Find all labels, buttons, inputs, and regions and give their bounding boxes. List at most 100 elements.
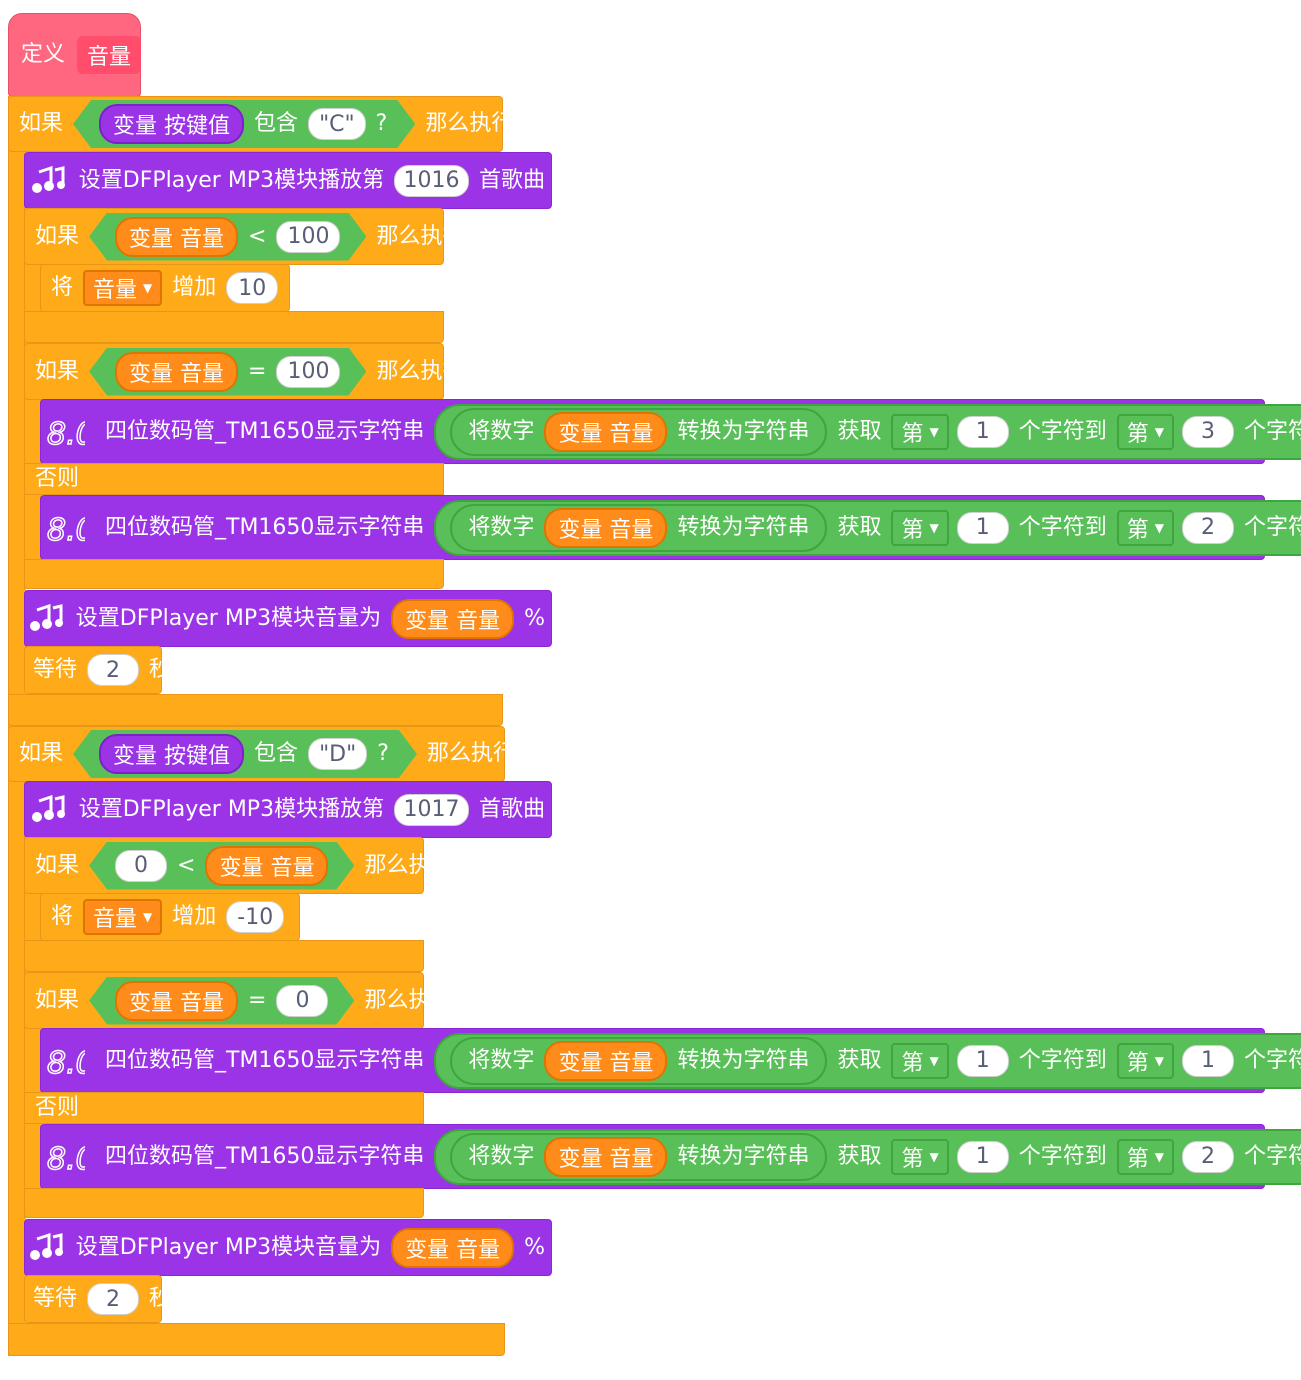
contains-label: 包含 (254, 741, 299, 766)
contains-label: 包含 (254, 111, 299, 136)
key-input[interactable]: "D" (308, 738, 367, 770)
compare-value-input[interactable]: 0 (115, 850, 167, 882)
char-to-label: 个字符到 (1018, 1143, 1107, 1169)
from-index-input[interactable]: 1 (956, 1044, 1009, 1077)
set-volume-block[interactable]: 设置DFPlayer MP3模块音量为 变量 音量 % (24, 590, 552, 647)
from-index-input[interactable]: 1 (956, 511, 1009, 544)
dropdown-value: 第 (901, 1050, 924, 1076)
set-volume-block[interactable]: 设置DFPlayer MP3模块音量为 变量 音量 % (24, 1219, 552, 1276)
variable-dropdown[interactable]: 音量▼ (83, 270, 163, 306)
lt-symbol: < (177, 852, 196, 878)
less-than-operator[interactable]: 0 < 变量 音量 (89, 842, 354, 890)
tm1650-label: 四位数码管_TM1650显示字符串 (105, 418, 425, 444)
volume-variable[interactable]: 变量 音量 (544, 411, 668, 452)
wait-block[interactable]: 等待 2 秒 (24, 646, 171, 694)
dropdown-caret-icon: ▼ (929, 520, 939, 535)
seven-segment-icon: 8.0 (45, 508, 85, 548)
key-input[interactable]: "C" (308, 108, 366, 140)
volume-variable[interactable]: 变量 音量 (391, 598, 515, 639)
volume-variable[interactable]: 变量 音量 (544, 507, 668, 548)
tm1650-display-block[interactable]: 8.0 四位数码管_TM1650显示字符串 将数字 变量 音量 转换为字符串 获… (40, 1124, 1301, 1189)
variable-word: 变量 (113, 744, 158, 769)
to-index-input[interactable]: 2 (1181, 1140, 1234, 1173)
tm1650-display-block[interactable]: 8.0 四位数码管_TM1650显示字符串 将数字 变量 音量 转换为字符串 获… (40, 495, 1301, 560)
variable-name: 按键值 (164, 114, 231, 139)
char-to-label: 个字符到 (1018, 514, 1107, 540)
equals-operator[interactable]: 变量 音量 = 100 (89, 348, 366, 396)
nth-dropdown[interactable]: 第▼ (891, 413, 949, 450)
key-value-variable[interactable]: 变量 按键值 (99, 734, 244, 774)
substring-reporter[interactable]: 将数字 变量 音量 转换为字符串 获取 第▼ 1 个字符到 第▼ 1 个字符 (434, 1032, 1301, 1089)
to-index-input[interactable]: 1 (1181, 1044, 1234, 1077)
contains-operator[interactable]: 变量 按键值 包含 "C" ? (73, 100, 415, 148)
nth-dropdown[interactable]: 第▼ (1116, 1138, 1174, 1175)
get-label: 获取 (837, 1143, 882, 1169)
compare-value-input[interactable]: 0 (276, 985, 328, 1017)
change-amount-input[interactable]: -10 (226, 901, 285, 933)
if-volume-lt-block[interactable]: 如果 变量 音量 < 100 那么执行 (24, 208, 464, 265)
song-number-input[interactable]: 1017 (394, 793, 469, 826)
if-label: 如果 (19, 741, 64, 766)
nth-dropdown[interactable]: 第▼ (891, 509, 949, 546)
equals-operator[interactable]: 变量 音量 = 0 (89, 977, 354, 1025)
if-block-footer (8, 1323, 505, 1356)
from-index-input[interactable]: 1 (956, 1140, 1009, 1173)
compare-value-input[interactable]: 100 (276, 356, 340, 388)
num-to-string-reporter[interactable]: 将数字 变量 音量 转换为字符串 (450, 1036, 828, 1085)
wait-block[interactable]: 等待 2 秒 (24, 1275, 171, 1323)
then-label: 那么执行 (376, 223, 465, 249)
wait-seconds-input[interactable]: 2 (87, 1283, 140, 1315)
substring-reporter[interactable]: 将数字 变量 音量 转换为字符串 获取 第▼ 1 个字符到 第▼ 3 个字符 (434, 403, 1301, 460)
volume-variable[interactable]: 变量 音量 (115, 352, 238, 392)
change-amount-input[interactable]: 10 (226, 272, 279, 304)
percent-label: % (524, 605, 545, 631)
to-index-input[interactable]: 3 (1181, 415, 1234, 448)
num-to-str-label: 将数字 (468, 514, 535, 540)
compare-value-input[interactable]: 100 (276, 221, 340, 253)
from-index-input[interactable]: 1 (956, 415, 1009, 448)
if-volume-eq-block[interactable]: 如果 变量 音量 = 100 那么执行 (24, 343, 464, 400)
volume-variable[interactable]: 变量 音量 (205, 846, 328, 886)
num-to-string-reporter[interactable]: 将数字 变量 音量 转换为字符串 (450, 407, 828, 456)
song-number-input[interactable]: 1016 (394, 164, 469, 197)
wait-seconds-input[interactable]: 2 (87, 654, 140, 686)
if-zero-lt-volume-block[interactable]: 如果 0 < 变量 音量 那么执行 (24, 837, 452, 894)
if-volume-eq-block[interactable]: 如果 变量 音量 = 0 那么执行 (24, 972, 452, 1029)
variable-dropdown[interactable]: 音量▼ (83, 899, 163, 935)
nth-dropdown[interactable]: 第▼ (1116, 509, 1174, 546)
substring-reporter[interactable]: 将数字 变量 音量 转换为字符串 获取 第▼ 1 个字符到 第▼ 2 个字符 (434, 499, 1301, 556)
play-prefix-label: 设置DFPlayer MP3模块播放第 (78, 796, 385, 822)
num-to-string-reporter[interactable]: 将数字 变量 音量 转换为字符串 (450, 503, 828, 552)
volume-variable[interactable]: 变量 音量 (115, 217, 238, 257)
proc-name-label: 音量 (86, 45, 131, 70)
if-label: 如果 (35, 987, 80, 1013)
tm1650-label: 四位数码管_TM1650显示字符串 (105, 514, 425, 540)
to-index-input[interactable]: 2 (1181, 511, 1234, 544)
play-song-block[interactable]: 设置DFPlayer MP3模块播放第 1016 首歌曲 (24, 152, 552, 209)
proc-name-block[interactable]: 音量 (77, 36, 141, 74)
change-variable-block[interactable]: 将 音量▼ 增加 10 (40, 264, 290, 312)
seconds-label: 秒 (149, 1286, 172, 1311)
define-hat-block[interactable]: 定义 音量 (8, 13, 141, 97)
play-suffix-label: 首歌曲 (478, 167, 545, 193)
if-block-key-c[interactable]: 如果 变量 按键值 包含 "C" ? 那么执行 (8, 96, 513, 152)
num-to-string-reporter[interactable]: 将数字 变量 音量 转换为字符串 (450, 1132, 828, 1181)
volume-variable[interactable]: 变量 音量 (391, 1227, 515, 1268)
tm1650-display-block[interactable]: 8.0 四位数码管_TM1650显示字符串 将数字 变量 音量 转换为字符串 获… (40, 1028, 1301, 1093)
substring-reporter[interactable]: 将数字 变量 音量 转换为字符串 获取 第▼ 1 个字符到 第▼ 2 个字符 (434, 1128, 1301, 1185)
less-than-operator[interactable]: 变量 音量 < 100 (89, 213, 366, 261)
play-song-block[interactable]: 设置DFPlayer MP3模块播放第 1017 首歌曲 (24, 781, 552, 838)
volume-variable[interactable]: 变量 音量 (115, 981, 238, 1021)
volume-variable[interactable]: 变量 音量 (544, 1136, 668, 1177)
volume-variable[interactable]: 变量 音量 (544, 1040, 668, 1081)
if-block-key-d[interactable]: 如果 变量 按键值 包含 "D" ? 那么执行 (8, 726, 515, 782)
contains-operator[interactable]: 变量 按键值 包含 "D" ? (73, 730, 417, 778)
change-variable-block[interactable]: 将 音量▼ 增加 -10 (40, 893, 300, 941)
key-value-variable[interactable]: 变量 按键值 (99, 104, 244, 144)
tm1650-display-block[interactable]: 8.0 四位数码管_TM1650显示字符串 将数字 变量 音量 转换为字符串 获… (40, 399, 1301, 464)
nth-dropdown[interactable]: 第▼ (891, 1138, 949, 1175)
increase-label: 增加 (172, 275, 217, 300)
nth-dropdown[interactable]: 第▼ (1116, 1042, 1174, 1079)
nth-dropdown[interactable]: 第▼ (891, 1042, 949, 1079)
nth-dropdown[interactable]: 第▼ (1116, 413, 1174, 450)
